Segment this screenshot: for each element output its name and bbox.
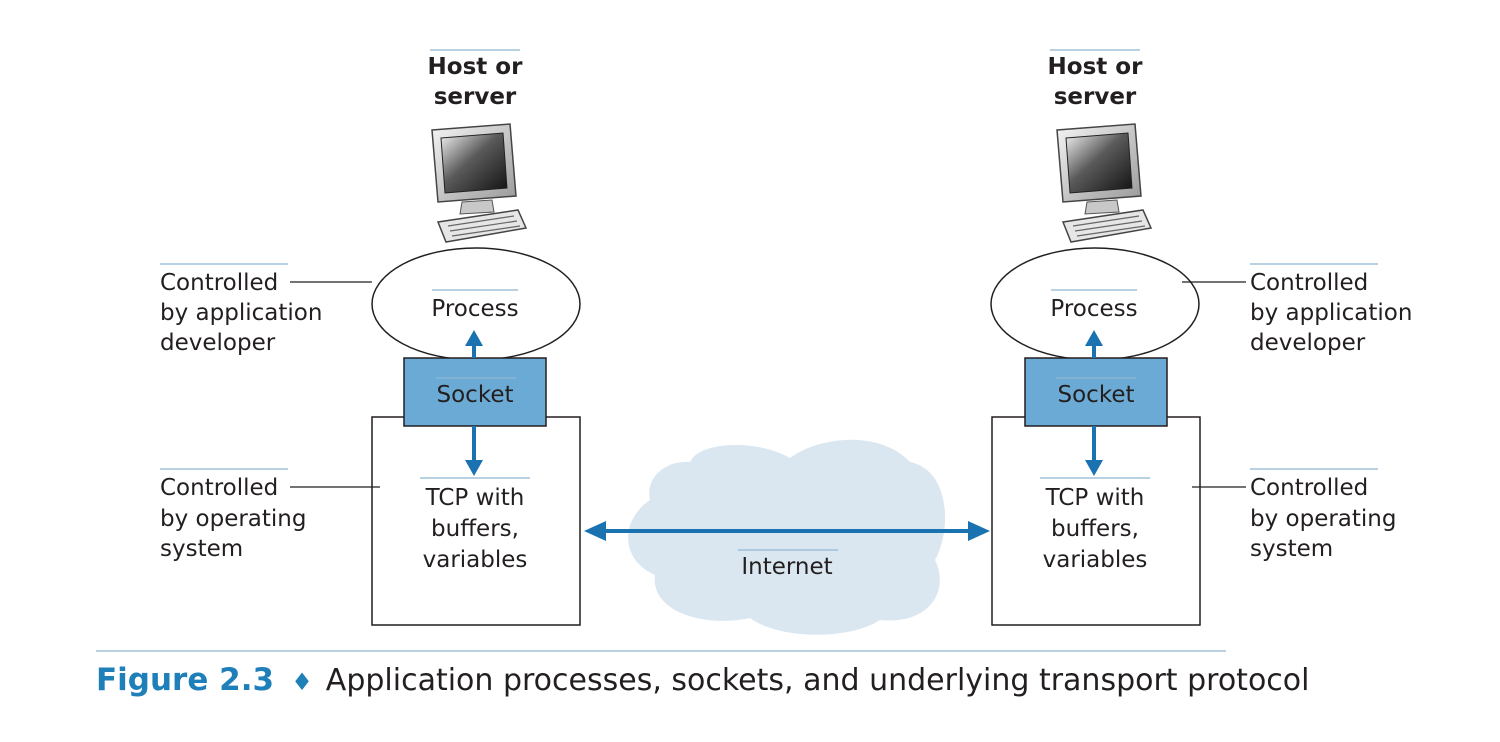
socket-label: Socket (1058, 382, 1135, 408)
process-label: Process (1050, 296, 1137, 322)
socket-tcp-arrow (465, 426, 483, 476)
os-label-line2: by operating (1250, 506, 1396, 532)
app-developer-label-line2: by application (160, 300, 322, 326)
socket-label: Socket (437, 382, 514, 408)
host-title-line2: server (1054, 84, 1137, 110)
tcp-label-line3: variables (423, 547, 528, 573)
host-left: Host or server Process TCP with buffers,… (160, 49, 581, 626)
figure-caption: Figure 2.3 ♦ Application processes, sock… (96, 650, 1309, 698)
host-title-line1: Host or (428, 54, 524, 80)
os-label-line1: Controlled (1250, 475, 1368, 501)
tcp-label-line1: TCP with (1045, 485, 1145, 511)
caption-text: Figure 2.3 ♦ Application processes, sock… (96, 662, 1309, 698)
socket-process-arrow (1085, 330, 1103, 358)
app-developer-label-line1: Controlled (160, 270, 278, 296)
os-label-line3: system (160, 536, 243, 562)
socket-tcp-arrow (1085, 426, 1103, 476)
host-title-line1: Host or (1048, 54, 1144, 80)
caption-number: Figure 2.3 (96, 662, 274, 698)
app-developer-label-line1: Controlled (1250, 270, 1368, 296)
internet-cloud: Internet (628, 439, 946, 635)
app-developer-label-line3: developer (160, 330, 276, 356)
tcp-label-line2: buffers, (431, 516, 519, 542)
socket-process-arrow (465, 330, 483, 358)
tcp-label-line3: variables (1043, 547, 1148, 573)
computer-icon (1056, 123, 1153, 243)
caption-separator-icon: ♦ (291, 668, 313, 696)
internet-connection-arrow (584, 521, 990, 541)
tcp-label-line1: TCP with (425, 485, 525, 511)
caption-description: Application processes, sockets, and unde… (326, 663, 1310, 698)
internet-label: Internet (741, 554, 832, 580)
os-label-line1: Controlled (160, 475, 278, 501)
os-label-line2: by operating (160, 506, 306, 532)
process-label: Process (431, 296, 518, 322)
cloud-icon (628, 439, 946, 635)
app-developer-label-line3: developer (1250, 330, 1366, 356)
app-developer-label-line2: by application (1250, 300, 1412, 326)
host-right: Host or server Process TCP with buffers,… (990, 49, 1412, 626)
computer-icon (431, 123, 528, 243)
socket-box (1024, 357, 1168, 427)
tcp-label-line2: buffers, (1051, 516, 1139, 542)
os-label-line3: system (1250, 536, 1333, 562)
host-title-line2: server (434, 84, 517, 110)
